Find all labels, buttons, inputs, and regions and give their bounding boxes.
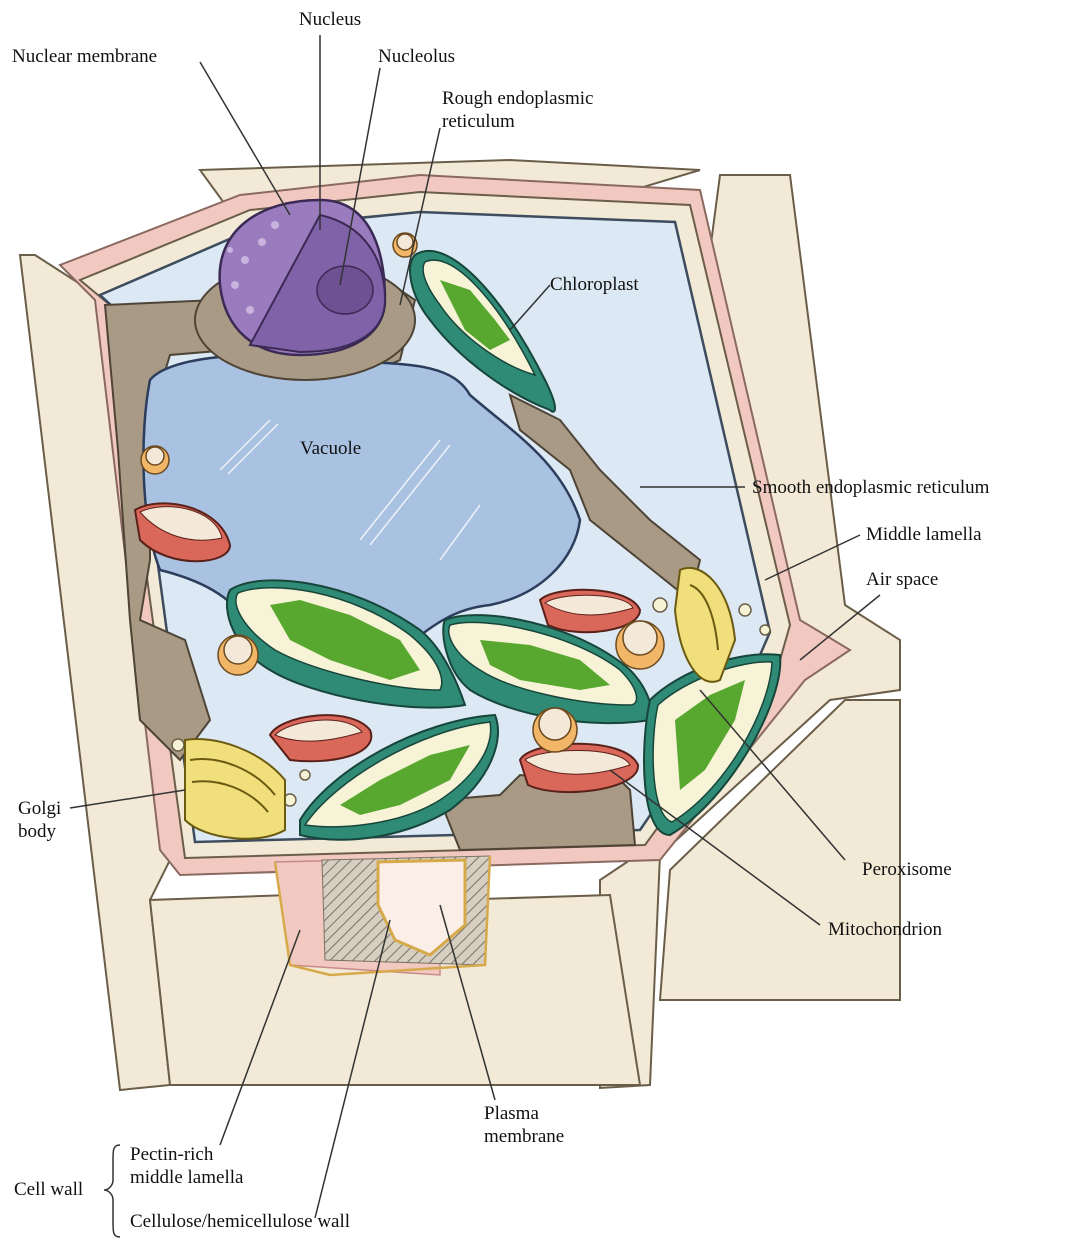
label-vacuole: Vacuole bbox=[300, 437, 361, 460]
label-plasma-membrane: Plasma membrane bbox=[484, 1102, 564, 1148]
label-peroxisome: Peroxisome bbox=[862, 858, 952, 881]
label-nucleus: Nucleus bbox=[270, 8, 390, 31]
label-chloroplast: Chloroplast bbox=[550, 273, 639, 296]
label-nuclear-membrane: Nuclear membrane bbox=[12, 45, 157, 68]
label-smooth-er: Smooth endoplasmic reticulum bbox=[752, 476, 989, 499]
nucleolus bbox=[317, 266, 373, 314]
label-air-space: Air space bbox=[866, 568, 938, 591]
label-cellulose-hemicellulose-wall: Cellulose/hemicellulose wall bbox=[130, 1210, 350, 1233]
label-golgi-body: Golgi body bbox=[18, 797, 61, 843]
label-mitochondrion: Mitochondrion bbox=[828, 918, 942, 941]
cell-wall-bracket bbox=[104, 1145, 120, 1237]
label-rough-er: Rough endoplasmic reticulum bbox=[442, 87, 593, 133]
label-cell-wall: Cell wall bbox=[14, 1178, 83, 1201]
mitochondrion-center bbox=[270, 715, 371, 761]
label-pectin-rich-middle-lamella: Pectin-rich middle lamella bbox=[130, 1143, 243, 1189]
label-nucleolus: Nucleolus bbox=[378, 45, 455, 68]
label-middle-lamella: Middle lamella bbox=[866, 523, 982, 546]
